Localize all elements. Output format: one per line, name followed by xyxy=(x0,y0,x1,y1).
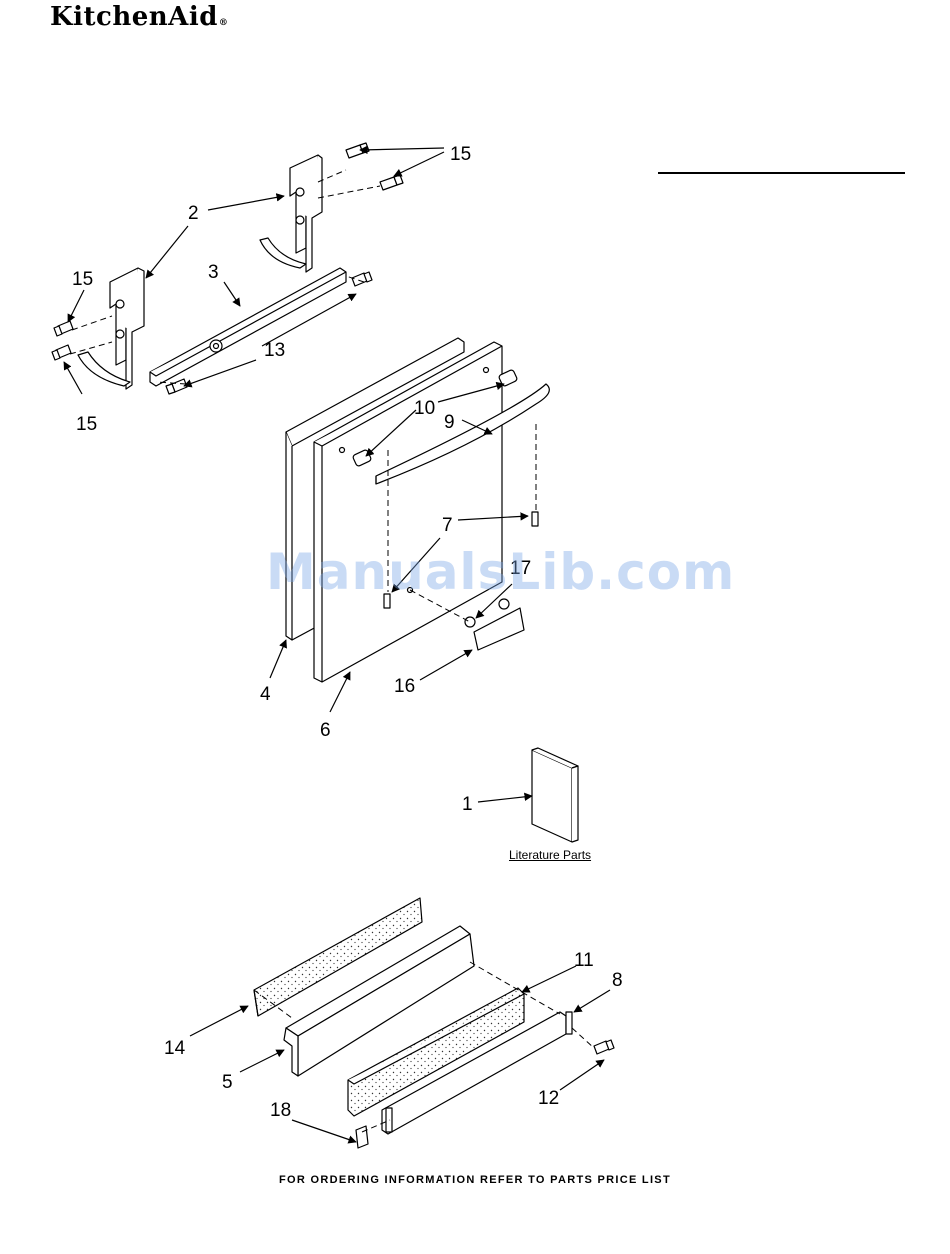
callout-6: 6 xyxy=(320,720,331,741)
callout-8: 8 xyxy=(612,970,623,991)
mounting-bracket-right xyxy=(260,155,322,272)
callout-5: 5 xyxy=(222,1072,233,1093)
watermark: ManualsLib.com xyxy=(266,543,735,601)
screw-13-right xyxy=(352,272,372,286)
callout-15-top: 15 xyxy=(450,144,471,165)
callout-13: 13 xyxy=(264,340,285,361)
screw-15-top-a xyxy=(346,143,369,158)
callout-3: 3 xyxy=(208,262,219,283)
footer-note: FOR ORDERING INFORMATION REFER TO PARTS … xyxy=(0,1174,950,1186)
callout-14: 14 xyxy=(164,1038,186,1059)
clip-18 xyxy=(356,1126,368,1148)
literature-parts-label: Literature Parts xyxy=(509,848,591,862)
callout-11: 11 xyxy=(574,950,594,971)
callout-12: 12 xyxy=(538,1088,559,1109)
callout-10: 10 xyxy=(414,398,435,419)
callout-4: 4 xyxy=(260,684,271,705)
screw-15-left-b xyxy=(52,345,71,360)
screw-13-left xyxy=(166,379,187,394)
pin-7-right xyxy=(532,512,538,526)
screw-15-left-a xyxy=(54,321,73,336)
callout-1: 1 xyxy=(462,794,473,815)
callout-7: 7 xyxy=(442,515,453,536)
door-panel xyxy=(314,342,502,682)
callout-9: 9 xyxy=(444,412,455,433)
mounting-rail xyxy=(150,268,346,386)
callout-2: 2 xyxy=(188,203,199,224)
literature-book xyxy=(532,748,578,842)
trim-piece xyxy=(474,608,524,650)
screw-12 xyxy=(594,1040,614,1054)
screw-15-top-b xyxy=(380,175,403,190)
callout-15-left-bottom: 15 xyxy=(76,414,97,435)
callout-15-left-top: 15 xyxy=(72,269,93,290)
callout-16: 16 xyxy=(394,676,415,697)
callout-18: 18 xyxy=(270,1100,291,1121)
